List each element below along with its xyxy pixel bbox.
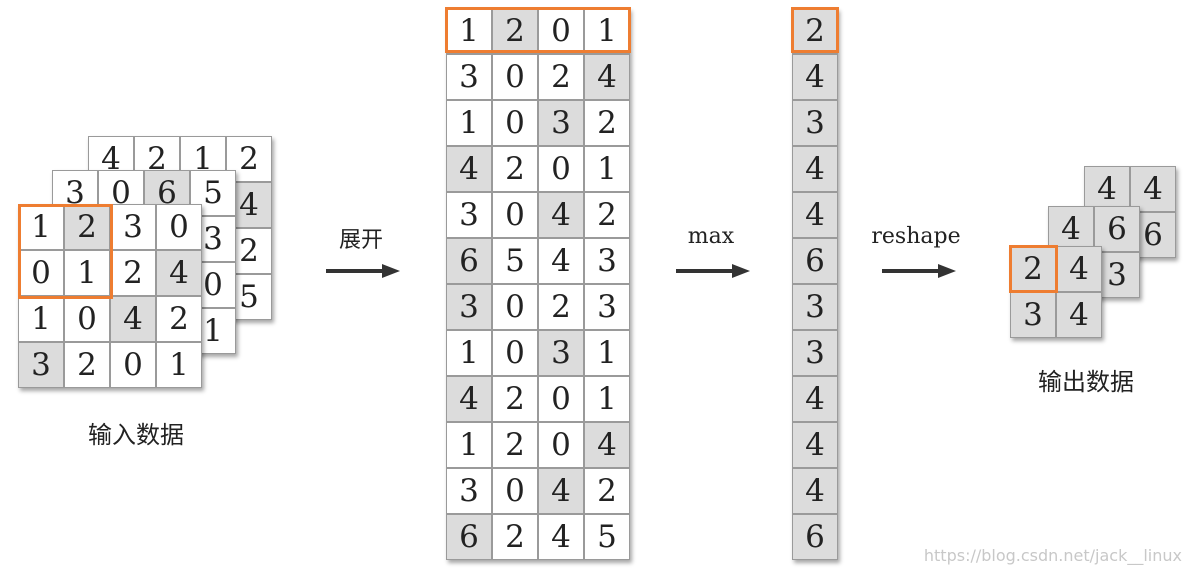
expanded-cell: 2 (538, 54, 584, 100)
input-cell: 2 (156, 296, 202, 342)
expanded-cell: 0 (492, 330, 538, 376)
expanded-cell: 0 (492, 192, 538, 238)
input-data-label: 输入数据 (88, 421, 184, 449)
expanded-cell: 1 (446, 100, 492, 146)
expanded-cell: 0 (538, 146, 584, 192)
expanded-cell: 1 (446, 8, 492, 54)
max-cell: 3 (792, 100, 838, 146)
input-cell: 3 (110, 204, 156, 250)
expanded-cell: 3 (446, 468, 492, 514)
max-arrow-icon (676, 264, 750, 278)
unfold-arrow-icon (326, 264, 400, 278)
expanded-cell: 0 (492, 284, 538, 330)
reshape-label: reshape (871, 224, 961, 249)
max-cell: 4 (792, 54, 838, 100)
expanded-cell: 2 (584, 192, 630, 238)
unfold-label: 展开 (338, 228, 383, 253)
max-cell: 6 (792, 238, 838, 284)
input-cell: 4 (110, 296, 156, 342)
reshape-arrow-icon (882, 264, 956, 278)
watermark: https://blog.csdn.net/jack__linux (923, 546, 1182, 565)
expanded-cell: 3 (446, 54, 492, 100)
input-cell: 2 (64, 342, 110, 388)
input-cell: 1 (18, 296, 64, 342)
expanded-cell: 1 (446, 422, 492, 468)
expanded-cell: 4 (538, 514, 584, 560)
output-cell: 4 (1130, 166, 1176, 212)
expanded-cell: 2 (492, 146, 538, 192)
max-cell: 2 (792, 8, 838, 54)
input-cell: 1 (64, 250, 110, 296)
max-cell: 4 (792, 468, 838, 514)
input-cell: 0 (156, 204, 202, 250)
input-cell: 1 (18, 204, 64, 250)
expanded-cell: 0 (492, 54, 538, 100)
expanded-cell: 1 (446, 330, 492, 376)
expanded-cell: 2 (492, 422, 538, 468)
max-cell: 6 (792, 514, 838, 560)
expanded-cell: 4 (446, 376, 492, 422)
expanded-cell: 4 (584, 422, 630, 468)
expanded-cell: 0 (538, 376, 584, 422)
expanded-cell: 1 (584, 330, 630, 376)
input-cell: 0 (64, 296, 110, 342)
max-cell: 3 (792, 284, 838, 330)
expanded-cell: 1 (584, 8, 630, 54)
expanded-cell: 4 (538, 238, 584, 284)
output-data-label: 输出数据 (1038, 368, 1134, 396)
expanded-cell: 1 (584, 146, 630, 192)
max-cell: 3 (792, 330, 838, 376)
output-cell: 4 (1048, 206, 1094, 252)
max-label: max (687, 224, 735, 249)
output-cell: 2 (1010, 246, 1056, 292)
expanded-cell: 2 (492, 8, 538, 54)
output-cell: 4 (1056, 246, 1102, 292)
output-cell: 4 (1056, 292, 1102, 338)
expanded-cell: 3 (584, 238, 630, 284)
expanded-cell: 0 (492, 100, 538, 146)
input-cell: 3 (18, 342, 64, 388)
expanded-cell: 4 (538, 192, 584, 238)
expanded-cell: 2 (492, 376, 538, 422)
output-cell: 3 (1010, 292, 1056, 338)
expanded-cell: 2 (538, 284, 584, 330)
expanded-cell: 4 (584, 54, 630, 100)
expanded-cell: 0 (538, 422, 584, 468)
expanded-cell: 4 (538, 468, 584, 514)
expanded-cell: 3 (446, 192, 492, 238)
expanded-cell: 3 (538, 330, 584, 376)
expanded-cell: 3 (584, 284, 630, 330)
expanded-cell: 5 (584, 514, 630, 560)
output-cell: 6 (1094, 206, 1140, 252)
input-cell: 2 (64, 204, 110, 250)
expanded-cell: 0 (538, 8, 584, 54)
input-cell: 4 (156, 250, 202, 296)
expanded-cell: 6 (446, 238, 492, 284)
max-cell: 4 (792, 422, 838, 468)
expanded-cell: 6 (446, 514, 492, 560)
expanded-cell: 2 (492, 514, 538, 560)
expanded-cell: 2 (584, 100, 630, 146)
max-cell: 4 (792, 376, 838, 422)
input-cell: 1 (156, 342, 202, 388)
input-cell: 0 (18, 250, 64, 296)
max-cell: 4 (792, 192, 838, 238)
expanded-cell: 5 (492, 238, 538, 284)
input-cell: 2 (110, 250, 156, 296)
input-cell: 0 (110, 342, 156, 388)
expanded-cell: 3 (446, 284, 492, 330)
expanded-cell: 0 (492, 468, 538, 514)
max-cell: 4 (792, 146, 838, 192)
expanded-cell: 1 (584, 376, 630, 422)
expanded-cell: 3 (538, 100, 584, 146)
expanded-cell: 4 (446, 146, 492, 192)
expanded-cell: 2 (584, 468, 630, 514)
